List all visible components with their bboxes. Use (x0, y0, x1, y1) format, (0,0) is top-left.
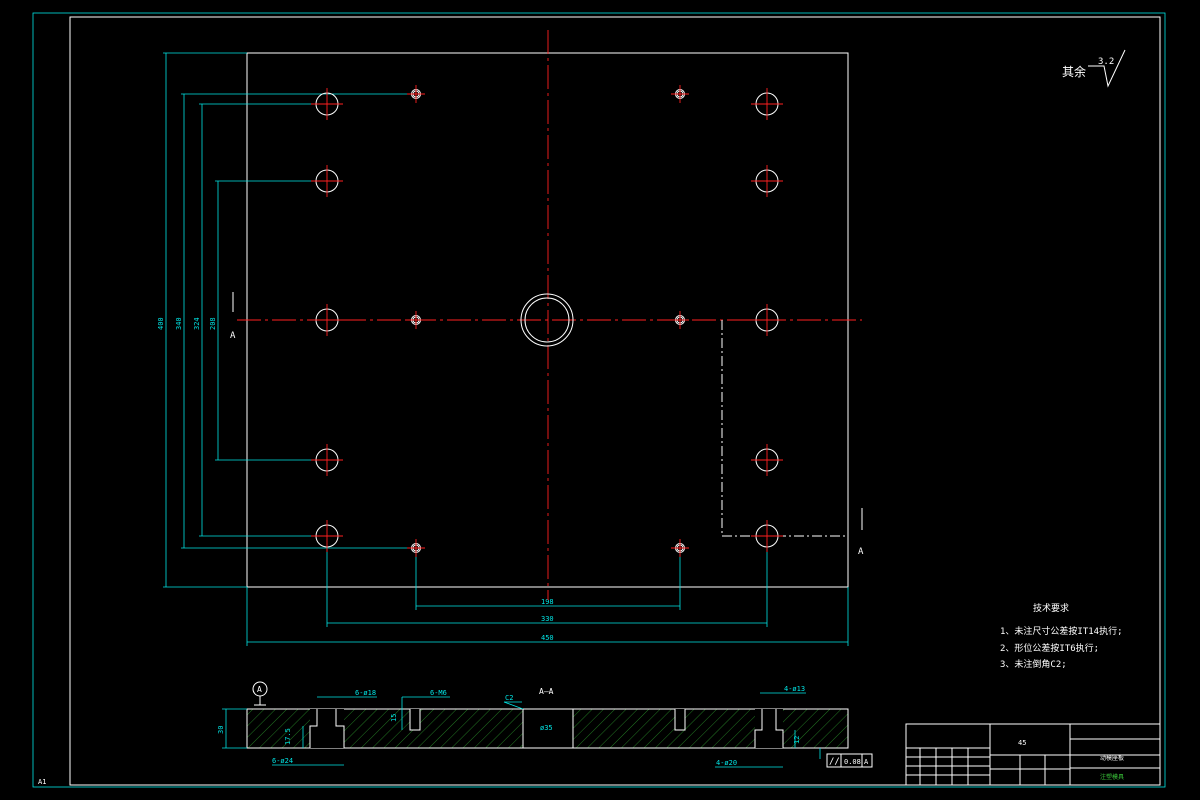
section-dimension-lines (222, 692, 821, 768)
dim-holes-13: 4-ø13 (784, 685, 805, 693)
dim-h15: 15 (390, 714, 398, 722)
dim-c2: C2 (505, 694, 513, 702)
dim-400: 400 (157, 317, 165, 330)
plan-dimension-lines (163, 52, 849, 646)
section-view-title: A—A (539, 687, 554, 696)
title-block-part: 动模座板 (1100, 754, 1124, 762)
dim-h17-5: 17.5 (284, 728, 292, 745)
datum-symbol: A (252, 681, 268, 706)
tolerance-datum: A (864, 758, 869, 766)
dim-holes-20: 4-ø20 (716, 759, 737, 767)
section-cut-path (721, 320, 848, 537)
dim-324: 324 (193, 317, 201, 330)
roughness-value: 3.2 (1098, 57, 1114, 67)
dim-holes-18: 6-ø18 (355, 689, 376, 697)
roughness-symbol: 3.2 (1088, 49, 1126, 88)
inner-border (69, 16, 1161, 786)
section-mark-right: A (858, 547, 864, 557)
dim-330: 330 (541, 615, 554, 623)
section-view (246, 708, 849, 749)
dim-450: 450 (541, 634, 554, 642)
dim-208: 208 (209, 317, 217, 330)
note-1: 1、未注尺寸公差按IT14执行; (1000, 625, 1123, 637)
dim-holes-m6: 6-M6 (430, 689, 447, 697)
plate-holes (311, 85, 783, 557)
note-2: 2、形位公差按IT6执行; (1000, 642, 1099, 654)
datum-label: A (257, 685, 262, 694)
sheet-label: A1 (38, 778, 46, 786)
outer-border (32, 12, 1166, 788)
notes-title: 技术要求 (1033, 602, 1069, 614)
dim-340: 340 (175, 317, 183, 330)
title-block: 45 动模座板 注塑模具 (905, 723, 1161, 786)
tolerance-frame: // 0.08 A (826, 753, 873, 768)
dim-h12: 12 (793, 736, 801, 744)
dim-198: 198 (541, 598, 554, 606)
center-bore (520, 293, 574, 347)
roughness-label: 其余 (1062, 64, 1086, 79)
dim-h30: 30 (217, 726, 225, 734)
dim-bore: ø35 (540, 724, 553, 732)
title-block-material: 45 (1018, 739, 1026, 747)
section-mark-left: A (230, 331, 236, 341)
dim-holes-24: 6-ø24 (272, 757, 293, 765)
note-3: 3、未注倒角C2; (1000, 658, 1067, 670)
tolerance-value: 0.08 (844, 758, 861, 766)
title-block-sub: 注塑模具 (1100, 773, 1124, 781)
tolerance-symbol: // (829, 757, 840, 767)
